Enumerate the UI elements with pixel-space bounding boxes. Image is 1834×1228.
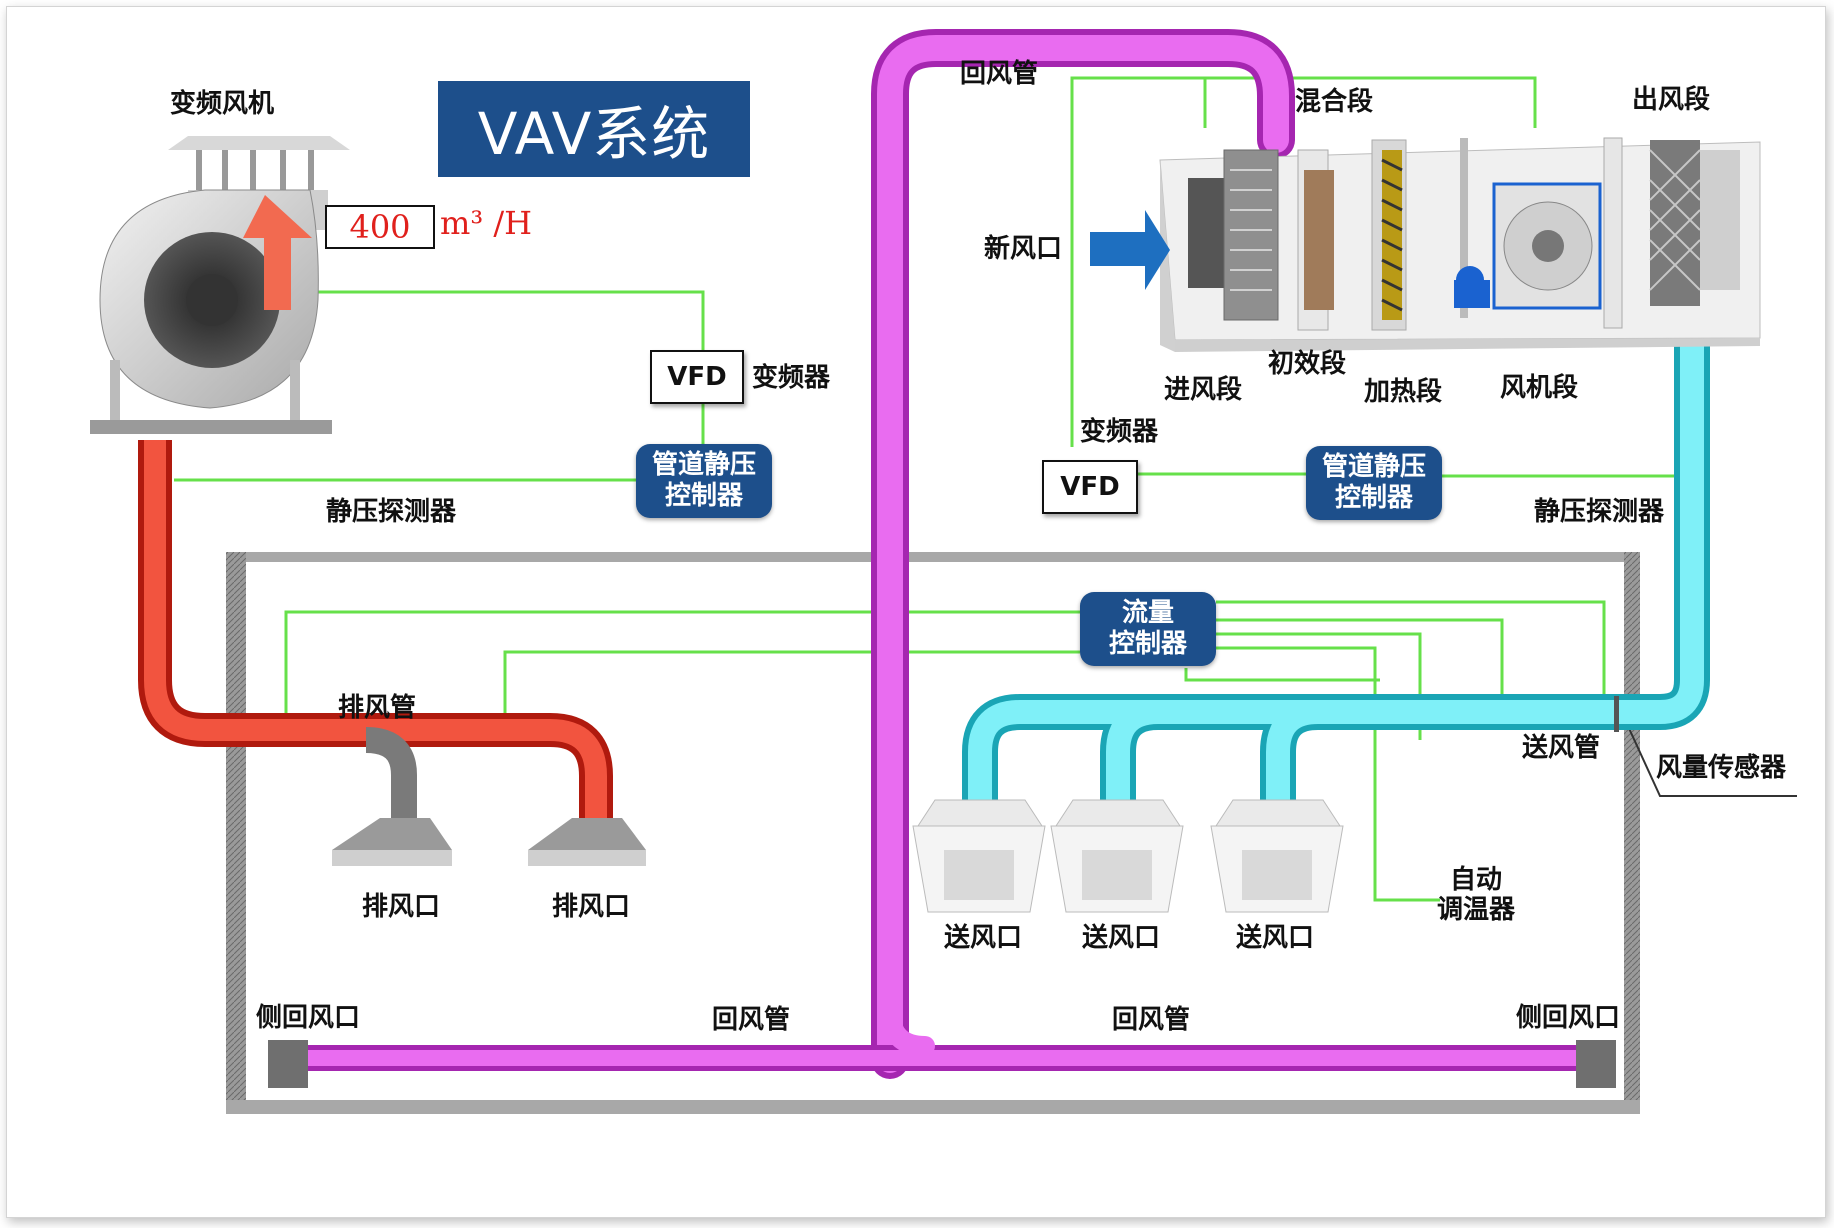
return-duct	[283, 29, 1597, 1079]
exhaust-hood-1	[332, 818, 452, 866]
fresh-air-arrow-icon	[1090, 210, 1170, 290]
room-ceiling	[226, 552, 1640, 562]
left-vfd-caption: 变频器	[752, 363, 831, 393]
room-right-wall	[1624, 552, 1640, 1114]
fan-section-label: 风机段	[1500, 373, 1579, 403]
side-return-label-right: 侧回风口	[1516, 1003, 1621, 1033]
return-duct-label-top: 回风管	[960, 59, 1039, 89]
side-return-grille-right	[1576, 1040, 1616, 1088]
right-pressure-controller: 管道静压 控制器	[1306, 446, 1442, 520]
inlet-section-label: 进风段	[1164, 375, 1243, 405]
exhaust-outlet-label-2: 排风口	[552, 892, 631, 922]
flow-controller: 流量 控制器	[1080, 592, 1216, 666]
flow-arrow-icon	[243, 195, 312, 310]
flow-sensor-label: 风量传感器	[1656, 753, 1787, 783]
flow-sensor-leader	[1615, 699, 1797, 797]
heating-section-label: 加热段	[1364, 377, 1443, 407]
flow-controller-line1: 流量	[1121, 597, 1174, 628]
left-vfd-box: VFD	[650, 350, 744, 404]
supply-outlet-label-3: 送风口	[1236, 923, 1315, 953]
supply-outlet-label-1: 送风口	[944, 923, 1023, 953]
thermostat-line2: 调温器	[1436, 894, 1515, 925]
supply-diffuser-3	[1210, 799, 1344, 913]
left-pressure-sensor-label: 静压探测器	[326, 497, 457, 527]
left-pressure-controller: 管道静压 控制器	[636, 444, 772, 518]
mixing-section-label: 混合段	[1295, 87, 1374, 117]
exhaust-outlet-label-1: 排风口	[362, 892, 441, 922]
right-vfd-box: VFD	[1042, 460, 1138, 514]
left-controller-line1: 管道静压	[651, 449, 756, 480]
right-pressure-sensor-label: 静压探测器	[1534, 497, 1665, 527]
flow-readout: 400	[325, 205, 435, 249]
side-return-label-left: 侧回风口	[256, 1003, 361, 1033]
supply-diffuser-1	[912, 799, 1046, 913]
signal-lines	[174, 76, 1678, 902]
supply-outlet-label-2: 送风口	[1082, 923, 1161, 953]
supply-duct	[962, 345, 1710, 808]
room-left-wall	[226, 552, 246, 1114]
exhaust-hood-2	[528, 818, 646, 866]
return-duct-label-bottom-left: 回风管	[712, 1005, 791, 1035]
variable-fan-label: 变频风机	[170, 89, 275, 119]
fresh-air-label: 新风口	[984, 234, 1063, 264]
exhaust-branch	[365, 727, 417, 820]
right-controller-line2: 控制器	[1334, 483, 1413, 513]
flow-sensor	[1614, 696, 1619, 732]
air-handling-unit	[1159, 137, 1761, 352]
left-controller-line2: 控制器	[664, 481, 743, 511]
right-vfd-caption: 变频器	[1080, 417, 1159, 447]
thermostat-label: 自动 调温器	[1436, 865, 1516, 926]
thermostat-line1: 自动	[1449, 865, 1502, 895]
filter-section-label: 初效段	[1268, 349, 1347, 379]
flow-controller-line2: 控制器	[1108, 629, 1187, 659]
side-return-grille-left	[268, 1040, 308, 1088]
supply-duct-label: 送风管	[1522, 733, 1601, 763]
supply-diffuser-2	[1050, 799, 1184, 913]
flow-unit: m³ /H	[440, 204, 533, 242]
title-banner: VAV系统	[438, 81, 750, 177]
return-duct-label-bottom-right: 回风管	[1112, 1005, 1191, 1035]
diagram-title: VAV系统	[477, 100, 711, 168]
exhaust-fan	[90, 136, 350, 434]
right-controller-line1: 管道静压	[1321, 451, 1426, 482]
room-floor	[226, 1100, 1640, 1114]
outlet-section-label: 出风段	[1632, 85, 1711, 115]
exhaust-duct-label: 排风管	[338, 693, 417, 723]
